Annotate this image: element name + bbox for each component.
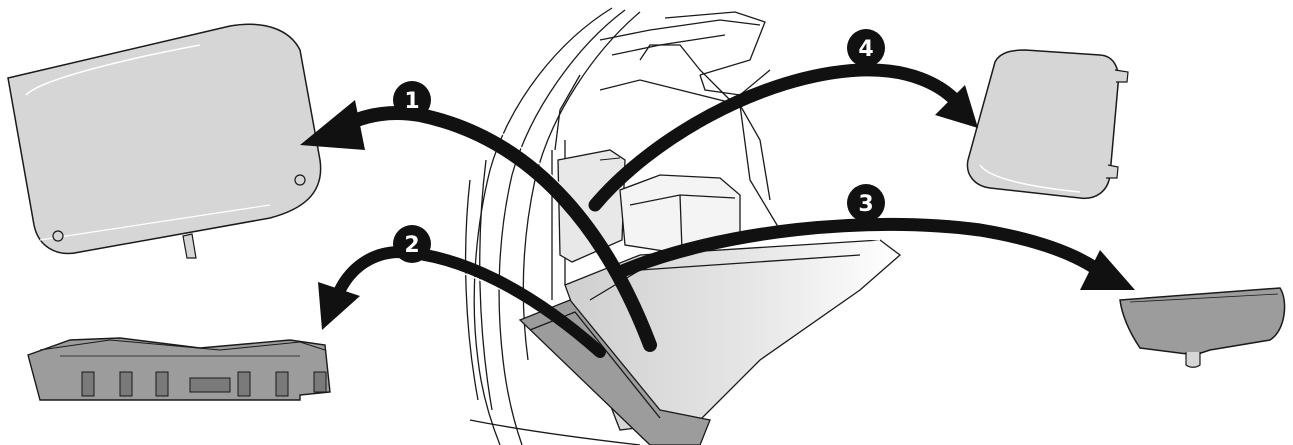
- screw-icon: [295, 175, 305, 185]
- callout-label: 4: [858, 37, 873, 62]
- callout-1: 1: [393, 81, 431, 119]
- part-floor-panel: [8, 24, 321, 258]
- callout-3: 3: [847, 184, 885, 222]
- strap-handle: [183, 234, 196, 258]
- part-side-hatch-cover: [967, 50, 1128, 198]
- screw-icon: [53, 231, 63, 241]
- callout-label: 3: [858, 192, 873, 217]
- part-sill-trim: [28, 338, 330, 400]
- callout-label: 1: [404, 89, 419, 114]
- callout-label: 2: [404, 233, 419, 258]
- callout-4: 4: [847, 29, 885, 67]
- part-side-trim-panel: [1120, 288, 1285, 367]
- callout-2: 2: [393, 225, 431, 263]
